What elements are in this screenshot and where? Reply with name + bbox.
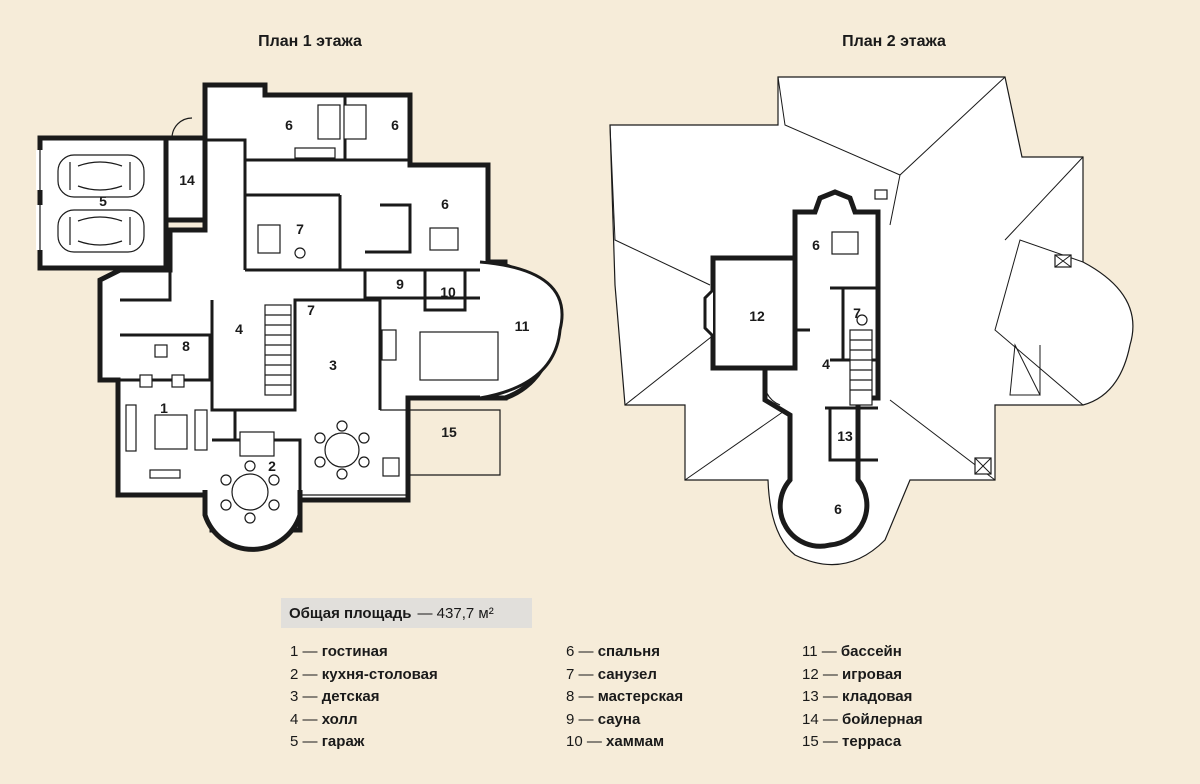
legend-item: 13 — кладовая [802, 688, 913, 705]
floor1-label-bathroom-b: 7 [307, 302, 315, 318]
floor1-label-boiler: 14 [179, 172, 195, 188]
floor1-label-bedroom-c: 6 [441, 196, 449, 212]
floor1-label-sauna: 9 [396, 276, 404, 292]
dining-bay [202, 431, 303, 552]
terrace [300, 409, 501, 500]
legend-item: 10 — хаммам [566, 733, 665, 750]
legend-item: 5 — гараж [290, 733, 365, 750]
floor-plans: План 1 этажа План 2 этажа [36, 33, 1134, 566]
floor1-label-hammam: 10 [440, 284, 456, 300]
floor1-label-garage: 5 [99, 193, 107, 209]
floor1-label-terrace: 15 [441, 424, 457, 440]
floor2-plan-drawing [609, 76, 1134, 566]
legend-item: 12 — игровая [802, 665, 902, 683]
floor1-label-living: 1 [160, 400, 168, 416]
total-area-value: — 437,7 м² [417, 604, 494, 622]
legend-item: 4 — холл [290, 710, 358, 728]
legend-column-2: 6 — спальня 7 — санузел 8 — мастерская 9… [566, 641, 683, 754]
floor1-label-bedroom-a: 6 [285, 117, 293, 133]
legend-column-1: 1 — гостиная 2 — кухня-столовая 3 — детс… [290, 641, 438, 754]
floor2-label-bedroom-b: 6 [834, 501, 842, 517]
floor1-label-kitchen: 2 [268, 458, 276, 474]
total-area-box: Общая площадь — 437,7 м² [281, 598, 532, 628]
floor1-label-hall: 4 [235, 321, 243, 337]
floor1-plan-drawing [36, 82, 564, 552]
stairs [264, 304, 292, 396]
floor1-label-bathroom-a: 7 [296, 221, 304, 237]
floor1-label-kids-room: 3 [329, 357, 337, 373]
garage-block [36, 135, 169, 271]
floor2-label-hall: 4 [822, 356, 830, 372]
total-area-label: Общая площадь [289, 604, 412, 622]
floor2-label-bedroom-a: 6 [812, 237, 820, 253]
legend-item: 15 — терраса [802, 733, 902, 750]
legend-item: 3 — детская [290, 688, 380, 705]
living-furniture [125, 374, 208, 479]
floor1-label-workshop: 8 [182, 338, 190, 354]
floor1-label-pool: 11 [514, 318, 530, 334]
legend-item: 11 — бассейн [802, 643, 902, 660]
floor2-walls [703, 189, 881, 549]
floor1-label-bedroom-b: 6 [391, 117, 399, 133]
pool [419, 259, 564, 401]
legend-item: 14 — бойлерная [802, 710, 923, 728]
floor2-label-bathroom: 7 [853, 305, 861, 321]
floor1-title: План 1 этажа [258, 33, 362, 50]
legend-item: 8 — мастерская [566, 688, 684, 705]
floor2-title: План 2 этажа [842, 33, 946, 50]
bedroom-furniture [154, 104, 459, 361]
legend-column-3: 11 — бассейн 12 — игровая 13 — кладовая … [802, 641, 923, 754]
legend-item: 9 — сауна [566, 710, 641, 728]
legend-item: 2 — кухня-столовая [290, 665, 438, 683]
legend-item: 6 — спальня [566, 643, 660, 660]
floor2-label-storage: 13 [837, 428, 853, 444]
floor2-label-playroom: 12 [749, 308, 765, 324]
legend-item: 1 — гостиная [290, 643, 388, 660]
legend-item: 7 — санузел [566, 665, 657, 683]
